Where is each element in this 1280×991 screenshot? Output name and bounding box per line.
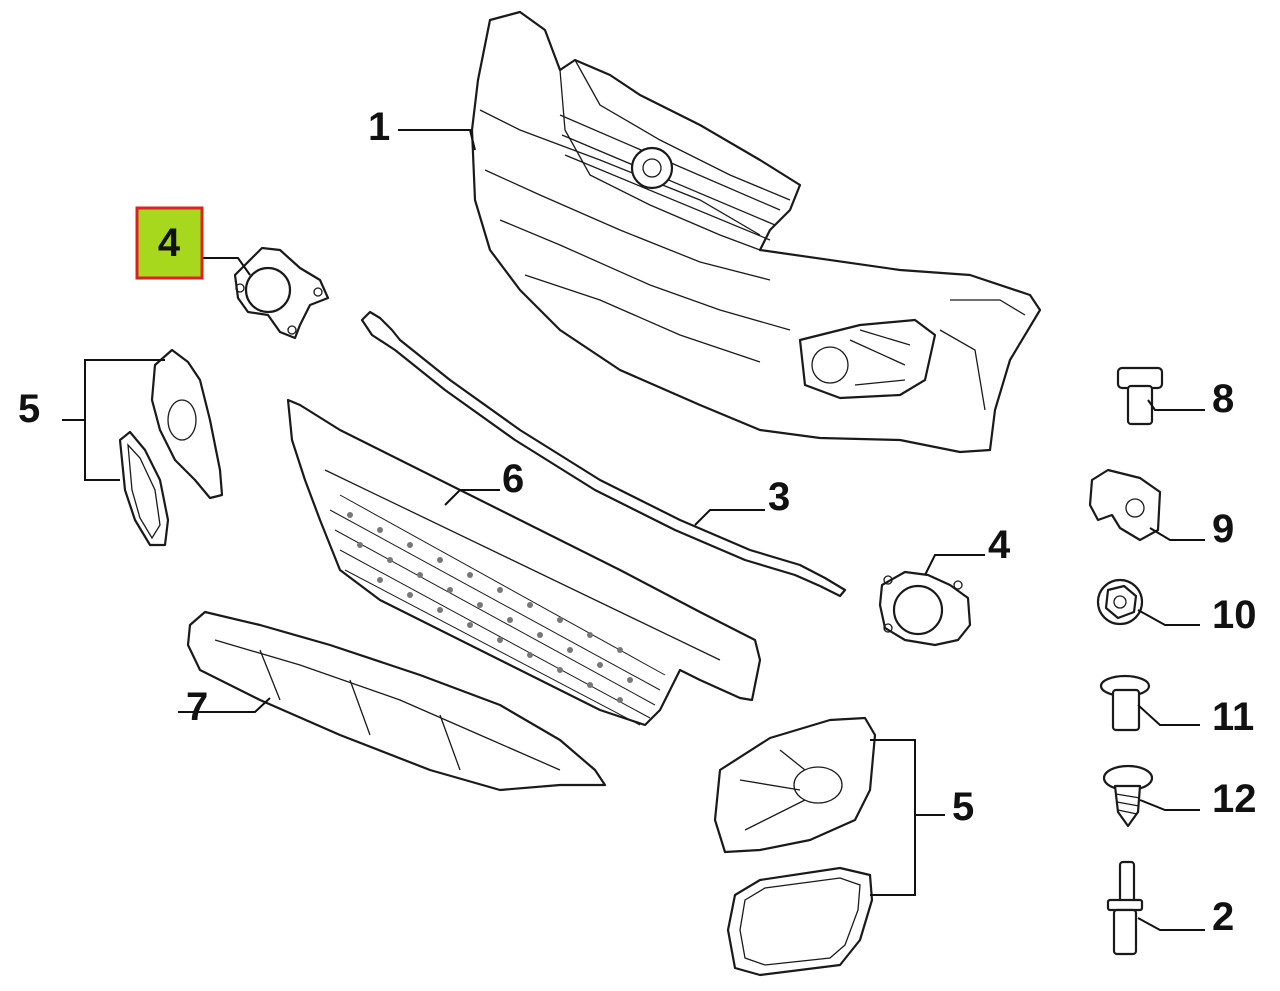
callout-grille: 6 xyxy=(502,457,524,501)
screw-hardware xyxy=(1102,764,1154,828)
fog-lamp-right xyxy=(878,570,972,647)
callout-clip: 9 xyxy=(1212,507,1234,551)
callout-fog-frame-left: 5 xyxy=(18,387,40,431)
lower-grille xyxy=(286,398,762,727)
fog-frame-left xyxy=(118,348,224,547)
undertray xyxy=(186,610,607,792)
callout-undertray: 7 xyxy=(186,685,208,729)
rivet-hardware xyxy=(1099,674,1151,732)
fog-frame-right xyxy=(713,716,877,977)
bolt-hardware xyxy=(1116,366,1164,426)
callout-fog-frame-right: 5 xyxy=(952,785,974,829)
front-bumper xyxy=(470,10,1042,454)
clip-hardware xyxy=(1088,468,1162,542)
highlight-box xyxy=(135,206,204,280)
callout-bolt: 8 xyxy=(1212,377,1234,421)
highlight-label: 4 xyxy=(158,221,181,265)
callout-bumper: 1 xyxy=(368,105,390,149)
callout-fog-lamp-right: 4 xyxy=(988,523,1011,567)
callout-nut: 10 xyxy=(1212,593,1257,637)
nut-hardware xyxy=(1096,578,1144,626)
callout-screw: 12 xyxy=(1212,777,1257,821)
reinforcement-strip xyxy=(360,310,847,598)
leader-lines xyxy=(62,129,1205,931)
callout-stud: 2 xyxy=(1212,895,1234,939)
callout-reinforcement-strip: 3 xyxy=(768,475,790,519)
callout-rivet: 11 xyxy=(1212,695,1254,739)
stud-hardware xyxy=(1106,860,1144,956)
fog-lamp-left xyxy=(233,246,330,340)
